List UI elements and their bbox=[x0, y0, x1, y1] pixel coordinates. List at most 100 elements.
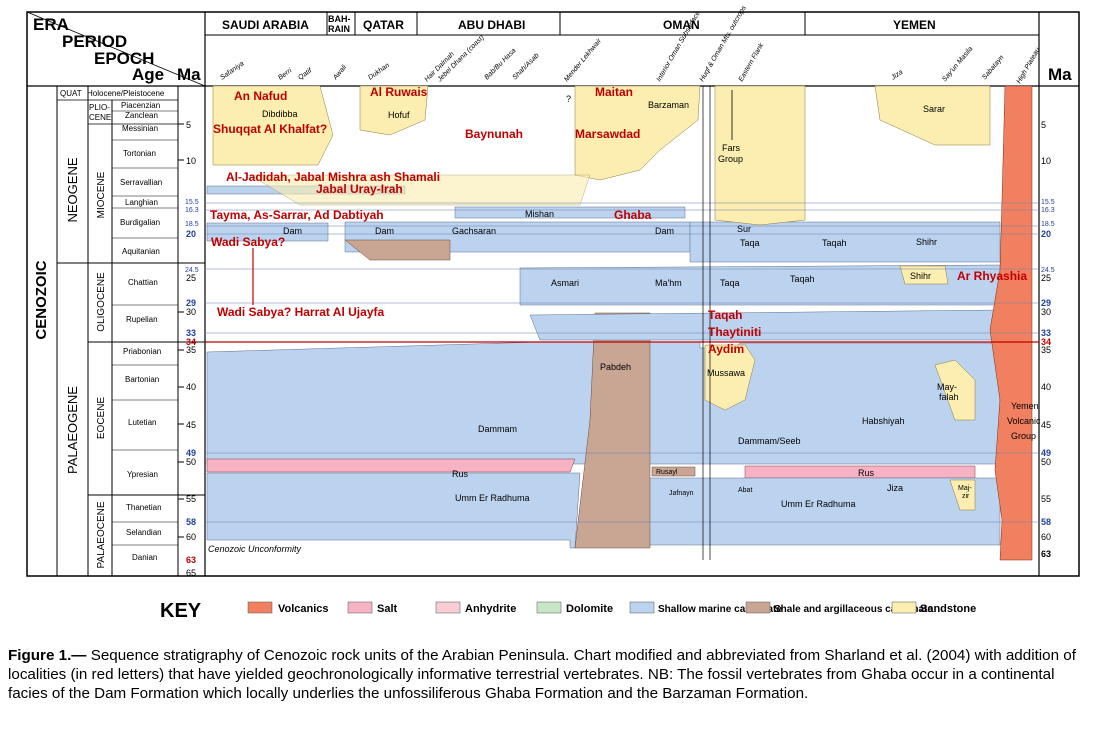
formation-rusayl bbox=[651, 466, 696, 477]
fossil-localities: An Nafud Al Ruwais Maitan Shuqqat Al Kha… bbox=[210, 85, 1027, 356]
formation-rupelian-carbonate bbox=[529, 309, 1001, 341]
legend: KEY Volcanics Salt Anhydrite Dolomite Sh… bbox=[160, 600, 976, 622]
unit-label: Shihr bbox=[916, 237, 937, 247]
unit-label: Gachsaran bbox=[452, 226, 496, 236]
unit-label: Taqa bbox=[720, 278, 740, 288]
ma-tick: 25 bbox=[1041, 273, 1051, 283]
fossil-locality-label: Al Ruwais bbox=[370, 85, 428, 99]
legend-item-salt: Salt bbox=[347, 601, 398, 615]
formation-dam bbox=[206, 222, 329, 242]
period-neogene: NEOGENE bbox=[65, 157, 80, 222]
legend-label: Shale and argillaceous carbonate bbox=[774, 604, 933, 615]
epoch-plio-1: PLIO- bbox=[89, 103, 110, 112]
formation-fars bbox=[714, 85, 806, 226]
country-qatar: QATAR bbox=[363, 18, 404, 32]
unit-label: Umm Er Radhuma bbox=[781, 499, 856, 509]
stage-label: Tortonian bbox=[123, 149, 156, 158]
stage-label: Serravallian bbox=[120, 178, 162, 187]
legend-label: Shallow marine carbonate bbox=[658, 604, 782, 615]
legend-item-anhydrite: Anhydrite bbox=[435, 601, 516, 615]
ma-tick: 65 bbox=[186, 568, 196, 578]
fossil-locality-label: Ghaba bbox=[614, 208, 652, 222]
ma-tick: 50 bbox=[1041, 457, 1051, 467]
ma-tick: 55 bbox=[1041, 494, 1051, 504]
stage-label: Aquitanian bbox=[122, 247, 160, 256]
legend-swatch bbox=[536, 601, 562, 614]
formation-pabdeh bbox=[574, 312, 651, 549]
epoch-eocene: EOCENE bbox=[96, 397, 107, 440]
formation-mussawa bbox=[704, 344, 756, 411]
unit-label: Fars bbox=[722, 143, 741, 153]
stage-label: Bartonian bbox=[125, 375, 159, 384]
fossil-locality-label: Baynunah bbox=[465, 127, 523, 141]
ma-tick: 16.3 bbox=[185, 207, 199, 214]
formation-hofuf bbox=[359, 85, 429, 136]
country-saudi-arabia: SAUDI ARABIA bbox=[222, 18, 309, 32]
formation-labels: Dibdibba Hofuf Barzaman Sarar Fars Group… bbox=[208, 94, 1041, 554]
ma-tick: 33 bbox=[186, 328, 196, 338]
unit-label: Pabdeh bbox=[600, 362, 631, 372]
legend-label: Salt bbox=[377, 603, 398, 615]
epoch-miocene: MIOCENE bbox=[96, 171, 107, 218]
legend-item-shallow-marine-carbonate: Shallow marine carbonate bbox=[629, 601, 782, 615]
unit-label: Jafnayn bbox=[669, 490, 694, 497]
age-header: Age bbox=[132, 65, 164, 84]
era-header: ERA bbox=[33, 15, 69, 34]
fossil-locality-label: An Nafud bbox=[234, 89, 287, 103]
fossil-locality-label: Marsawdad bbox=[575, 127, 640, 141]
caption-text: Sequence stratigraphy of Cenozoic rock u… bbox=[8, 647, 1076, 702]
unit-label: Rus bbox=[452, 469, 469, 479]
ma-tick: 29 bbox=[1041, 298, 1051, 308]
ma-tick: 18.5 bbox=[185, 221, 199, 228]
country-bahrain-2: RAIN bbox=[328, 24, 350, 34]
unit-label: Umm Er Radhuma bbox=[455, 493, 530, 503]
ma-tick: 30 bbox=[1041, 307, 1051, 317]
stage-label: Selandian bbox=[126, 528, 162, 537]
legend-swatch bbox=[435, 601, 461, 614]
country-yemen: YEMEN bbox=[893, 18, 936, 32]
legend-swatch bbox=[347, 601, 373, 614]
unit-label: Abat bbox=[738, 487, 752, 494]
ma-tick: 30 bbox=[186, 307, 196, 317]
ma-tick: 40 bbox=[186, 382, 196, 392]
stage-column: Piacenzian Zanclean Messinian Tortonian … bbox=[112, 101, 178, 562]
stage-label: Langhian bbox=[125, 198, 158, 207]
fossil-locality-label: Taqah bbox=[708, 308, 742, 322]
formation-sarar bbox=[874, 85, 991, 146]
unit-label: Dibdibba bbox=[262, 109, 298, 119]
legend-swatch bbox=[247, 601, 273, 614]
unit-label: Rus bbox=[858, 468, 875, 478]
legend-item-shale: Shale and argillaceous carbonate bbox=[745, 601, 933, 615]
fossil-locality-label: Maitan bbox=[595, 85, 633, 99]
caption-label: Figure 1.— bbox=[8, 647, 87, 664]
unit-label: Habshiyah bbox=[862, 416, 905, 426]
legend-label: Volcanics bbox=[278, 603, 329, 615]
epoch-oligocene: OLIGOCENE bbox=[96, 272, 107, 332]
legend-item-sandstone: Sandstone bbox=[891, 601, 976, 615]
unit-label: Group bbox=[1011, 431, 1036, 441]
epoch-plio-2: CENE bbox=[89, 113, 111, 122]
ma-tick: 16.3 bbox=[1041, 207, 1055, 214]
ma-scale-left: 5 10 15.5 16.3 18.5 20 24.5 25 29 30 33 … bbox=[178, 120, 199, 578]
ma-tick: 10 bbox=[1041, 156, 1051, 166]
legend-label: Sandstone bbox=[920, 603, 976, 615]
formation-mayfalah bbox=[934, 359, 976, 421]
unit-label: Taqa bbox=[740, 238, 760, 248]
unit-label: Mussawa bbox=[707, 368, 745, 378]
formation-umm-er-radhuma bbox=[206, 472, 581, 549]
ma-tick: 34 bbox=[186, 337, 196, 347]
ma-tick: 5 bbox=[1041, 120, 1046, 130]
fossil-locality-label: Al-Jadidah, Jabal Mishra ash Shamali bbox=[226, 170, 440, 184]
fossil-locality-label: Thaytiniti bbox=[708, 325, 761, 339]
quat-label: QUAT bbox=[60, 89, 82, 98]
stage-label: Danian bbox=[132, 553, 157, 562]
unit-label: falah bbox=[939, 392, 959, 402]
unit-label: Maj- bbox=[958, 485, 972, 492]
ma-tick: 45 bbox=[1041, 420, 1051, 430]
fossil-locality-label: Wadi Sabya? bbox=[211, 235, 285, 249]
unit-label: Barzaman bbox=[648, 100, 689, 110]
unit-label: Taqah bbox=[790, 274, 815, 284]
unit-label: Dammam/Seeb bbox=[738, 436, 801, 446]
unit-label: Jiza bbox=[887, 483, 903, 493]
formation-yemen-volcanics bbox=[989, 85, 1033, 561]
